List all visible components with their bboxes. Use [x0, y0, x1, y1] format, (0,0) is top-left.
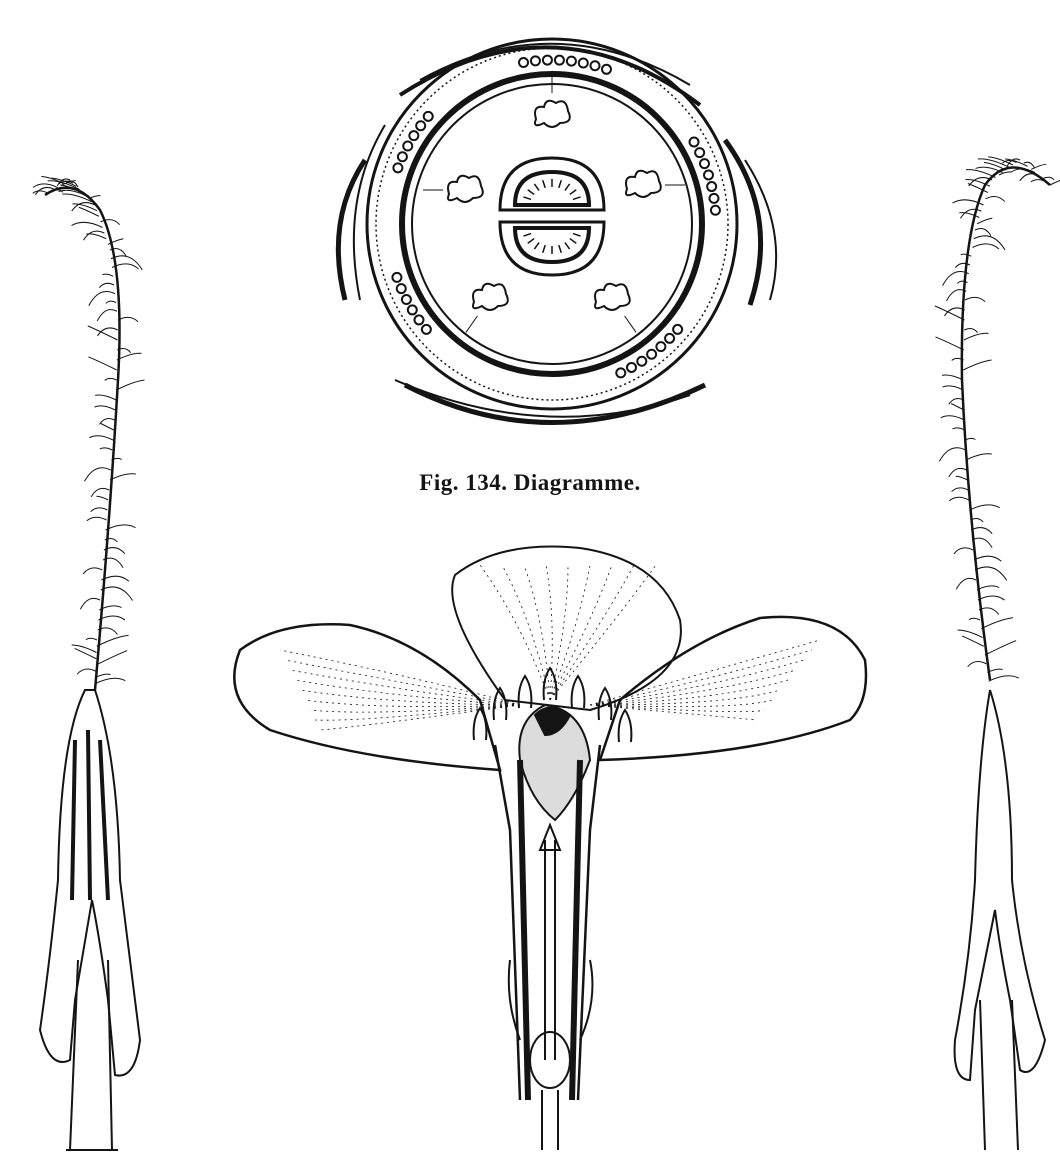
floral-diagram [338, 39, 776, 423]
right-stamen-illustration [935, 157, 1060, 1150]
back-petal [452, 547, 681, 710]
stamens [423, 73, 685, 332]
central-style [545, 840, 555, 1060]
left-style-stalk [45, 188, 120, 690]
right-style-stalk [962, 168, 1050, 681]
flower-section-illustration [234, 547, 866, 1150]
ovary [500, 158, 604, 275]
left-hairs [33, 177, 145, 684]
ovary-base [530, 1032, 570, 1088]
sepals [509, 960, 593, 1040]
right-hairs [935, 157, 1060, 681]
figure-caption: Fig. 134. Diagramme. [0, 470, 1060, 496]
right-filament [980, 1000, 1018, 1150]
petal-ring [402, 74, 702, 374]
outer-ring [367, 39, 737, 409]
pedicel [542, 1090, 558, 1150]
left-stamen-illustration [33, 177, 145, 1150]
right-anther-body [955, 690, 1045, 1080]
